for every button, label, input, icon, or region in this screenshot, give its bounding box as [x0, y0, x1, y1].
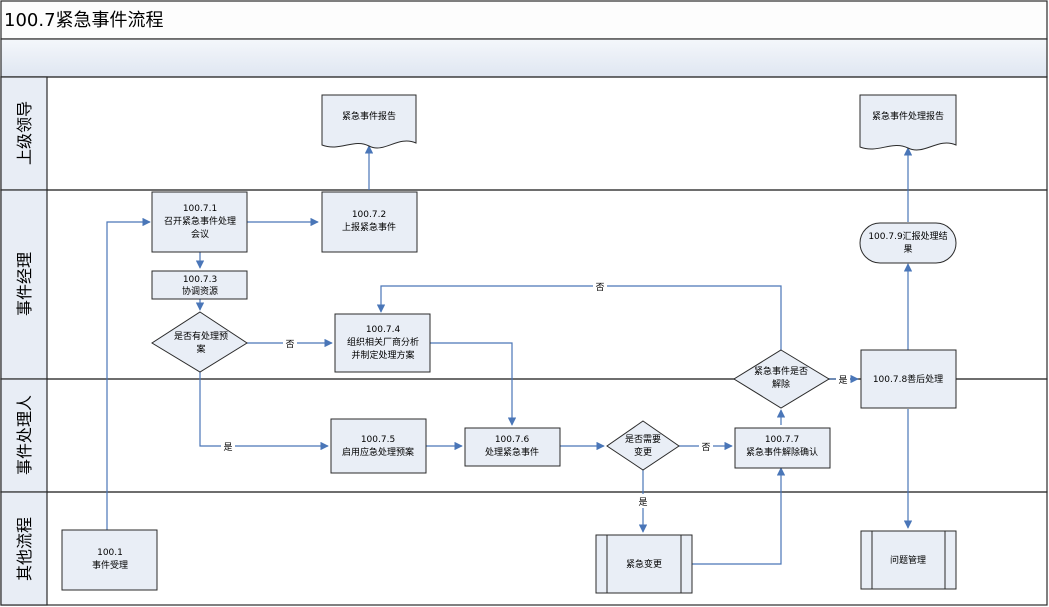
- svg-text:100.7.6: 100.7.6: [495, 435, 530, 445]
- edge-label-yes-2: 是: [638, 497, 647, 508]
- title-bar: [0, 0, 1048, 40]
- process-100-1: 100.1 事件受理: [61, 529, 158, 591]
- process-7-1: 100.7.1 召开紧急事件处理 会议: [151, 191, 248, 253]
- svg-text:是否有处理预: 是否有处理预: [174, 330, 228, 342]
- process-7-5: 100.7.5 启用应急处理预案: [330, 418, 427, 474]
- swimlanes: 上级领导 事件经理 事件处理人 其他流程: [0, 76, 1048, 606]
- diagram-title: 100.7紧急事件流程: [4, 10, 164, 31]
- edge-labels: 否 是 否 否 是 是: [221, 279, 850, 508]
- svg-text:100.1: 100.1: [97, 548, 123, 558]
- svg-text:100.7.9汇报处理结: 100.7.9汇报处理结: [868, 230, 947, 242]
- svg-text:召开紧急事件处理: 召开紧急事件处理: [164, 215, 236, 227]
- svg-text:事件受理: 事件受理: [92, 559, 128, 571]
- edge-change-to-7-7: [692, 467, 786, 565]
- svg-text:紧急事件处理报告: 紧急事件处理报告: [872, 110, 944, 122]
- svg-text:是否需要: 是否需要: [625, 434, 661, 445]
- svg-text:100.7.5: 100.7.5: [361, 435, 395, 445]
- svg-text:100.7.4: 100.7.4: [366, 325, 401, 335]
- header-band: [0, 38, 1048, 78]
- edge-label-no-1: 否: [285, 339, 294, 350]
- subprocess-problem-management: 问题管理: [860, 530, 957, 590]
- edge-100-1-to-7-1: [106, 217, 151, 530]
- svg-text:100.7.1: 100.7.1: [183, 204, 217, 214]
- process-7-8: 100.7.8善后处理: [860, 349, 957, 409]
- svg-text:组织相关厂商分析: 组织相关厂商分析: [347, 336, 419, 348]
- lane-label-manager: 事件经理: [15, 252, 34, 316]
- svg-text:100.7.3: 100.7.3: [183, 275, 217, 285]
- edge-label-yes-1: 是: [223, 442, 232, 453]
- doc-result-report: 紧急事件处理报告: [859, 94, 957, 151]
- svg-text:上报紧急事件: 上报紧急事件: [342, 221, 396, 233]
- decision-need-change: 是否需要 变更: [606, 420, 680, 471]
- decision-has-plan: 是否有处理预 案: [151, 311, 248, 373]
- edge-label-yes-3: 是: [838, 375, 847, 386]
- svg-text:案: 案: [196, 343, 205, 355]
- svg-text:问题管理: 问题管理: [890, 554, 926, 566]
- process-7-7: 100.7.7 紧急事件解除确认: [734, 427, 831, 469]
- doc-emergency-report: 紧急事件报告: [321, 94, 417, 149]
- lane-label-leader: 上级领导: [15, 101, 34, 165]
- svg-text:并制定处理方案: 并制定处理方案: [351, 349, 414, 361]
- svg-text:解除: 解除: [772, 378, 790, 390]
- svg-text:紧急事件是否: 紧急事件是否: [754, 365, 808, 377]
- svg-text:处理紧急事件: 处理紧急事件: [485, 446, 539, 458]
- lane-label-other: 其他流程: [15, 517, 34, 581]
- process-7-4: 100.7.4 组织相关厂商分析 并制定处理方案: [334, 313, 431, 373]
- edge-resolved-no: [376, 285, 782, 350]
- svg-text:紧急变更: 紧急变更: [626, 558, 662, 570]
- svg-text:100.7.8善后处理: 100.7.8善后处理: [873, 373, 943, 385]
- svg-text:100.7.7: 100.7.7: [765, 435, 799, 445]
- svg-text:变更: 变更: [634, 446, 652, 458]
- subprocess-emergency-change: 紧急变更: [595, 534, 693, 594]
- svg-text:100.7.2: 100.7.2: [352, 210, 386, 220]
- terminator-7-9: 100.7.9汇报处理结 果: [859, 222, 957, 264]
- process-7-3: 100.7.3 协调资源: [151, 270, 248, 300]
- process-7-2: 100.7.2 上报紧急事件: [321, 191, 418, 253]
- svg-text:会议: 会议: [191, 228, 209, 240]
- edge-decision-yes: [199, 372, 329, 451]
- lane-label-handler: 事件处理人: [15, 395, 34, 475]
- svg-text:果: 果: [903, 244, 912, 255]
- process-7-6: 100.7.6 处理紧急事件: [464, 427, 561, 467]
- svg-text:紧急事件报告: 紧急事件报告: [342, 110, 396, 122]
- edge-label-no-2: 否: [595, 282, 604, 293]
- connectors: [106, 145, 913, 565]
- edge-7-4-to-7-6: [430, 342, 517, 426]
- svg-text:紧急事件解除确认: 紧急事件解除确认: [746, 446, 818, 458]
- svg-text:协调资源: 协调资源: [182, 285, 218, 297]
- decision-resolved: 紧急事件是否 解除: [733, 349, 830, 409]
- svg-text:启用应急处理预案: 启用应急处理预案: [342, 446, 414, 458]
- edge-label-no-3: 否: [701, 442, 710, 453]
